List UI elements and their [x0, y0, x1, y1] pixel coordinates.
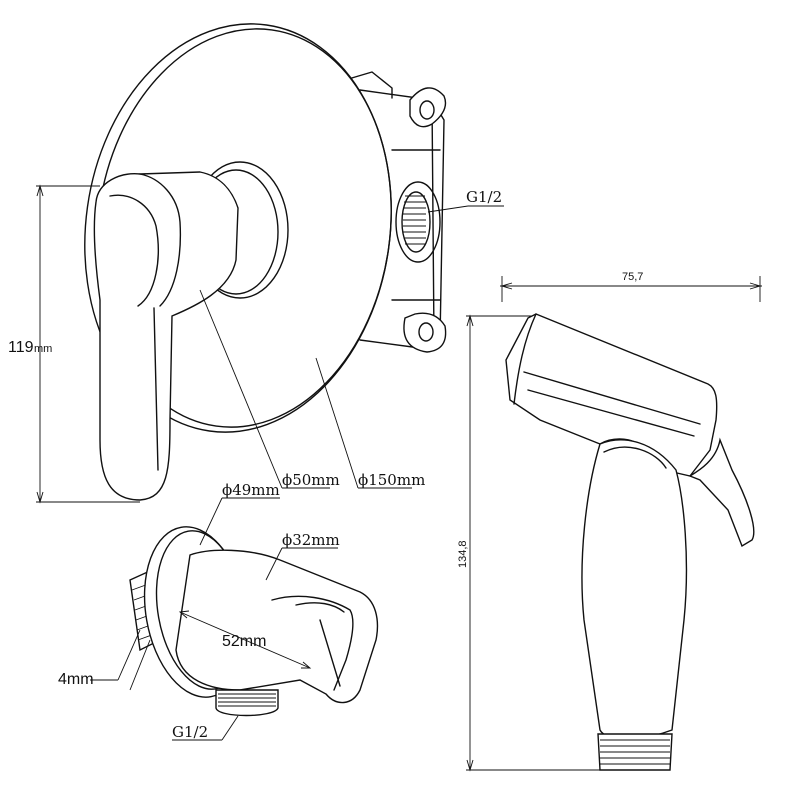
label-len-52: 52mm	[222, 633, 266, 650]
dimension-height-119: 119 mm	[8, 184, 140, 504]
label-119: 119	[8, 339, 34, 356]
label-thread-top: G1/2	[466, 188, 502, 206]
wall-outlet-holder: 52mm ϕ49mm ϕ32mm 4mm G1/2	[58, 481, 379, 741]
concealed-valve: 119 mm ϕ50mm ϕ150mm G1/2	[8, 23, 504, 504]
label-dia-150: ϕ150mm	[358, 471, 425, 489]
mounting-box	[344, 71, 447, 353]
label-dia-50: ϕ50mm	[282, 471, 340, 489]
leader-dia-150: ϕ150mm	[315, 357, 425, 489]
leader-dia-50: ϕ50mm	[199, 289, 340, 489]
label-dia-49: ϕ49mm	[222, 481, 280, 499]
label-thread-bottom: G1/2	[172, 723, 208, 741]
hand-sprayer: 75,7 134,8	[457, 271, 762, 772]
leader-thread-top: G1/2	[427, 188, 504, 213]
label-thick-4: 4mm	[58, 671, 94, 688]
label-width-75: 75,7	[622, 271, 643, 283]
label-dia-32: ϕ32mm	[282, 531, 340, 549]
lever-handle	[93, 171, 239, 501]
label-119-unit: mm	[34, 343, 52, 355]
label-height-134: 134,8	[457, 540, 469, 568]
